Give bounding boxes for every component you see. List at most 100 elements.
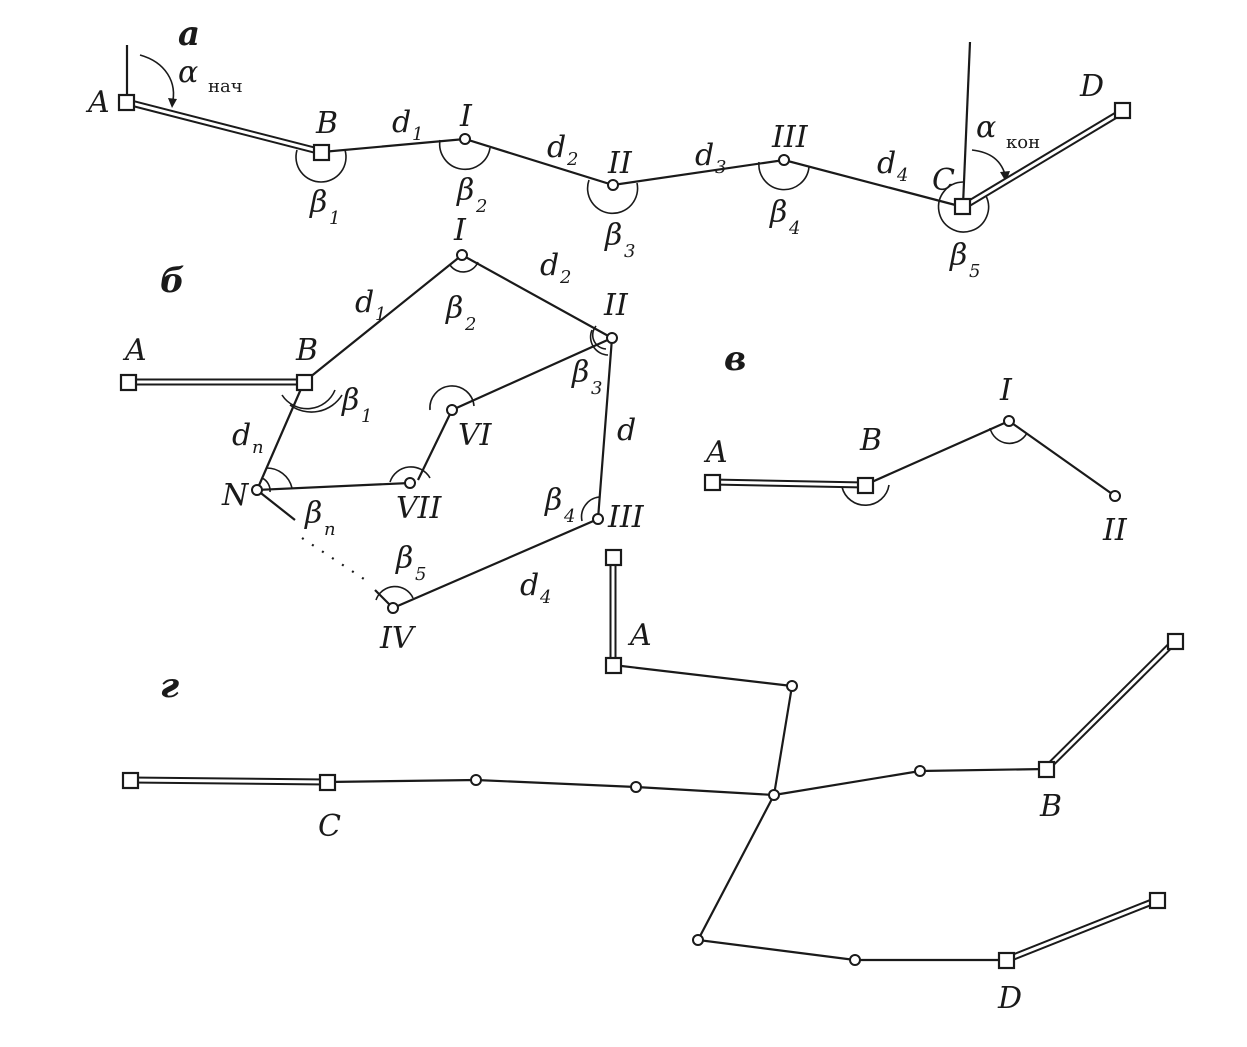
dist-label-d-b: d <box>617 413 636 448</box>
dotted-continuation <box>301 537 371 584</box>
angle-arc-b-v <box>841 484 890 507</box>
alpha-end-arrowhead <box>1000 171 1010 182</box>
angle-arc-b5 <box>937 181 990 233</box>
svg-text:1: 1 <box>361 406 372 427</box>
angle-arc-b2-b <box>449 261 479 273</box>
traverse-line-b-close <box>255 381 411 492</box>
angle-arc-n <box>265 467 293 489</box>
panel-g-traverse-network: г A B C D <box>121 548 1185 1016</box>
angle-label-b4-b: β <box>544 483 562 518</box>
label-n-b: N <box>221 478 250 513</box>
point-a-station-g <box>604 656 623 675</box>
angle-arc-b5-b <box>375 585 414 601</box>
alpha-start-arrow <box>139 54 175 106</box>
svg-text:n: n <box>324 519 336 540</box>
svg-text:4: 4 <box>788 218 800 239</box>
angle-arc-b2 <box>438 139 491 171</box>
label-vi-b: VI <box>458 418 493 453</box>
point-ii <box>607 179 619 191</box>
point-g-4 <box>914 765 926 777</box>
angle-label-b1-b: β <box>341 383 359 418</box>
svg-text:2: 2 <box>566 149 578 170</box>
point-b-station-v <box>856 476 875 495</box>
svg-text:4: 4 <box>563 506 575 527</box>
point-c-station <box>953 197 972 216</box>
svg-text:5: 5 <box>415 564 426 585</box>
angle-arc-b1 <box>295 149 347 183</box>
label-i-v: I <box>999 373 1013 408</box>
dist-label-d2-b: d <box>540 248 559 283</box>
panel-v-hanging-traverse: в A B I II <box>703 339 1128 548</box>
label-iv-b: IV <box>379 621 417 656</box>
traverse-line-b-n <box>256 489 296 521</box>
point-vii-b <box>404 477 416 489</box>
alpha-end-arrow <box>971 149 1007 179</box>
point-a-station <box>117 93 136 112</box>
label-iii-b: III <box>607 500 645 535</box>
alpha-start-arrowhead <box>168 98 177 108</box>
dist-label-d2: d <box>547 130 566 165</box>
panel-label-g: г <box>160 666 179 706</box>
svg-text:n: n <box>252 437 264 458</box>
north-line-c <box>961 41 972 206</box>
svg-text:1: 1 <box>412 124 423 145</box>
point-i-b <box>456 249 468 261</box>
angle-label-b3: β <box>604 218 622 253</box>
dist-label-d3: d <box>695 138 714 173</box>
svg-text:4: 4 <box>539 587 551 608</box>
alpha-end-sub: кон <box>1006 132 1040 153</box>
label-i: I <box>459 99 473 134</box>
dist-label-d1-b: d <box>355 285 374 320</box>
point-iii <box>778 154 790 166</box>
label-b-b: B <box>295 333 318 368</box>
label-vii-b: VII <box>396 491 443 526</box>
point-d-station <box>1113 101 1132 120</box>
angle-arc-b3-b <box>589 329 609 356</box>
panel-label-b: б <box>160 261 185 301</box>
label-d: D <box>1079 69 1104 104</box>
dist-label-d4: d <box>877 146 896 181</box>
label-ii: II <box>607 146 633 181</box>
point-iv-b <box>387 602 399 614</box>
alpha-start-label: α <box>178 55 198 90</box>
label-d-g: D <box>997 981 1022 1016</box>
point-ii-b <box>606 332 618 344</box>
point-n-b <box>251 484 263 496</box>
point-i-v <box>1003 415 1015 427</box>
label-ii-b: II <box>603 288 629 323</box>
svg-text:4: 4 <box>896 165 908 186</box>
panel-label-v: в <box>724 339 746 379</box>
point-g-5 <box>692 934 704 946</box>
point-d-far-g <box>1148 891 1167 910</box>
svg-text:1: 1 <box>375 304 386 325</box>
angle-label-b1: β <box>309 185 327 220</box>
angle-label-bn-b: β <box>304 496 322 531</box>
point-b-station-g <box>1037 760 1056 779</box>
label-b-v: B <box>859 423 882 458</box>
point-ii-v <box>1109 490 1121 502</box>
alpha-start-sub: нач <box>208 76 243 97</box>
label-a-v: A <box>703 435 728 470</box>
panel-a-open-traverse: а α нач A B I II III C D d 1 d 2 d 3 d 4… <box>85 14 1132 282</box>
point-g-2 <box>470 774 482 786</box>
label-iii: III <box>771 120 809 155</box>
angle-arc-b4 <box>758 161 810 191</box>
angle-arc-b4-b <box>580 496 600 522</box>
point-g-3 <box>630 781 642 793</box>
dist-label-d4-b: d <box>520 568 539 603</box>
point-g-1 <box>786 680 798 692</box>
point-i <box>459 133 471 145</box>
point-d-station-g <box>997 951 1016 970</box>
svg-text:3: 3 <box>715 157 726 178</box>
traverse-line-v <box>864 419 1116 497</box>
angle-label-b4: β <box>769 195 787 230</box>
traverse-line-a-node <box>612 663 794 796</box>
angle-label-b5-b: β <box>395 541 413 576</box>
point-c-station-g <box>318 773 337 792</box>
panel-b-closed-traverse: б A B I II III IV VI VII N d 1 d 2 d d 4… <box>119 213 645 656</box>
traverse-line-a <box>321 137 964 209</box>
angle-arc-i-v <box>989 427 1028 445</box>
point-b-far-g <box>1166 632 1185 651</box>
angle-arc-vi <box>429 385 475 411</box>
traverse-line-b-node <box>773 767 1047 797</box>
